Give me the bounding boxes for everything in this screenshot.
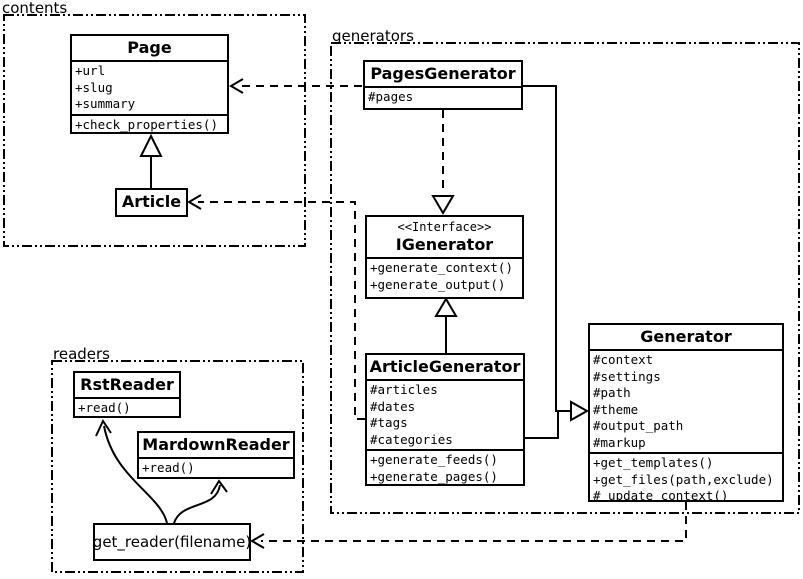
class-header: <<Interface>> IGenerator bbox=[367, 217, 522, 257]
class-methods: +check_properties() bbox=[72, 113, 227, 133]
arrow-getreader-to-mardownreader bbox=[173, 479, 228, 524]
class-methods: +generate_context() +generate_output() bbox=[367, 257, 522, 294]
attribute: +slug bbox=[75, 79, 113, 95]
attribute: #output_path bbox=[593, 418, 684, 433]
attribute: +summary bbox=[75, 96, 136, 111]
class-stereotype: <<Interface>> bbox=[397, 220, 492, 234]
dependency-generator-to-getreader bbox=[250, 502, 687, 549]
attribute: +url bbox=[75, 63, 106, 78]
package-border-readers bbox=[51, 360, 304, 573]
package-label-readers: readers bbox=[53, 345, 110, 363]
class-methods: +get_templates() +get_files(path,exclude… bbox=[590, 452, 782, 502]
attribute: #path bbox=[593, 385, 631, 400]
arrow-getreader-to-rstreader bbox=[95, 418, 168, 524]
attribute: #markup bbox=[593, 434, 646, 450]
open-arrowhead-icon bbox=[187, 194, 202, 210]
package-label-contents: contents bbox=[2, 0, 68, 17]
package-border-contents bbox=[3, 14, 306, 247]
function-box-get-reader: get_reader(filename) bbox=[93, 523, 251, 561]
class-title: Generator bbox=[640, 327, 732, 346]
generalization-article-to-page bbox=[139, 133, 163, 188]
class-attributes: #context #settings #path #theme #output_… bbox=[590, 349, 782, 452]
method: +generate_output() bbox=[370, 276, 506, 292]
class-methods: +read() bbox=[139, 457, 293, 477]
method: +read() bbox=[142, 460, 195, 475]
class-box-pagesgenerator: PagesGenerator #pages bbox=[363, 60, 523, 110]
attribute: #pages bbox=[368, 89, 414, 104]
class-methods: +generate_feeds() +generate_pages() bbox=[367, 449, 523, 484]
attribute: #dates bbox=[370, 398, 416, 414]
method: +get_templates() bbox=[593, 455, 714, 470]
class-box-articlegenerator: ArticleGenerator #articles #dates #tags … bbox=[365, 353, 525, 486]
method: +get_files(path,exclude) bbox=[593, 471, 774, 487]
open-arrowhead-icon bbox=[210, 479, 228, 495]
class-box-article: Article bbox=[115, 188, 188, 217]
package-label-generators: generators bbox=[332, 27, 414, 45]
method: +check_properties() bbox=[75, 116, 218, 132]
class-attributes: #pages bbox=[365, 86, 521, 107]
generalization-articlegenerator-to-igenerator bbox=[434, 297, 458, 353]
open-arrowhead-icon bbox=[229, 78, 244, 94]
attribute: #categories bbox=[370, 431, 453, 447]
generalization-generators-to-generator bbox=[523, 85, 590, 439]
open-arrowhead-icon bbox=[250, 533, 265, 549]
attribute: #context bbox=[593, 352, 654, 367]
class-attributes: +url +slug +summary bbox=[72, 60, 227, 114]
class-box-igenerator: <<Interface>> IGenerator +generate_conte… bbox=[365, 215, 524, 299]
package-border-generators bbox=[330, 42, 800, 514]
hollow-triangle-icon bbox=[570, 400, 590, 422]
method: +read() bbox=[78, 400, 131, 415]
dependency-articlegenerator-to-article bbox=[187, 194, 365, 420]
attribute: #articles bbox=[370, 382, 438, 397]
class-title: ArticleGenerator bbox=[369, 357, 521, 376]
class-title: Page bbox=[127, 38, 172, 57]
attribute: #theme bbox=[593, 401, 639, 417]
class-title: PagesGenerator bbox=[370, 64, 516, 83]
class-title: IGenerator bbox=[395, 235, 494, 254]
class-title: MardownReader bbox=[142, 435, 290, 454]
class-box-page: Page +url +slug +summary +check_properti… bbox=[70, 34, 229, 134]
method: #_update_context() bbox=[593, 488, 729, 502]
realization-pagesgenerator-to-igenerator bbox=[431, 110, 455, 215]
hollow-triangle-icon bbox=[434, 297, 458, 317]
function-label: get_reader(filename) bbox=[93, 533, 251, 551]
hollow-triangle-icon bbox=[431, 195, 455, 215]
attribute: #tags bbox=[370, 415, 408, 430]
method: +generate_feeds() bbox=[370, 452, 498, 467]
class-box-generator: Generator #context #settings #path #them… bbox=[588, 323, 784, 502]
class-attributes: #articles #dates #tags #categories bbox=[367, 379, 523, 449]
class-box-mardownreader: MardownReader +read() bbox=[137, 431, 295, 479]
method: +generate_pages() bbox=[370, 468, 498, 484]
attribute: #settings bbox=[593, 368, 661, 384]
class-box-rstreader: RstReader +read() bbox=[73, 371, 181, 418]
class-title: Article bbox=[121, 192, 182, 211]
hollow-triangle-icon bbox=[139, 133, 163, 157]
method: +generate_context() bbox=[370, 260, 513, 275]
class-methods: +read() bbox=[75, 397, 179, 416]
class-title: RstReader bbox=[80, 375, 174, 394]
open-arrowhead-icon bbox=[95, 418, 112, 437]
dependency-pagesgenerator-to-page bbox=[229, 78, 362, 94]
